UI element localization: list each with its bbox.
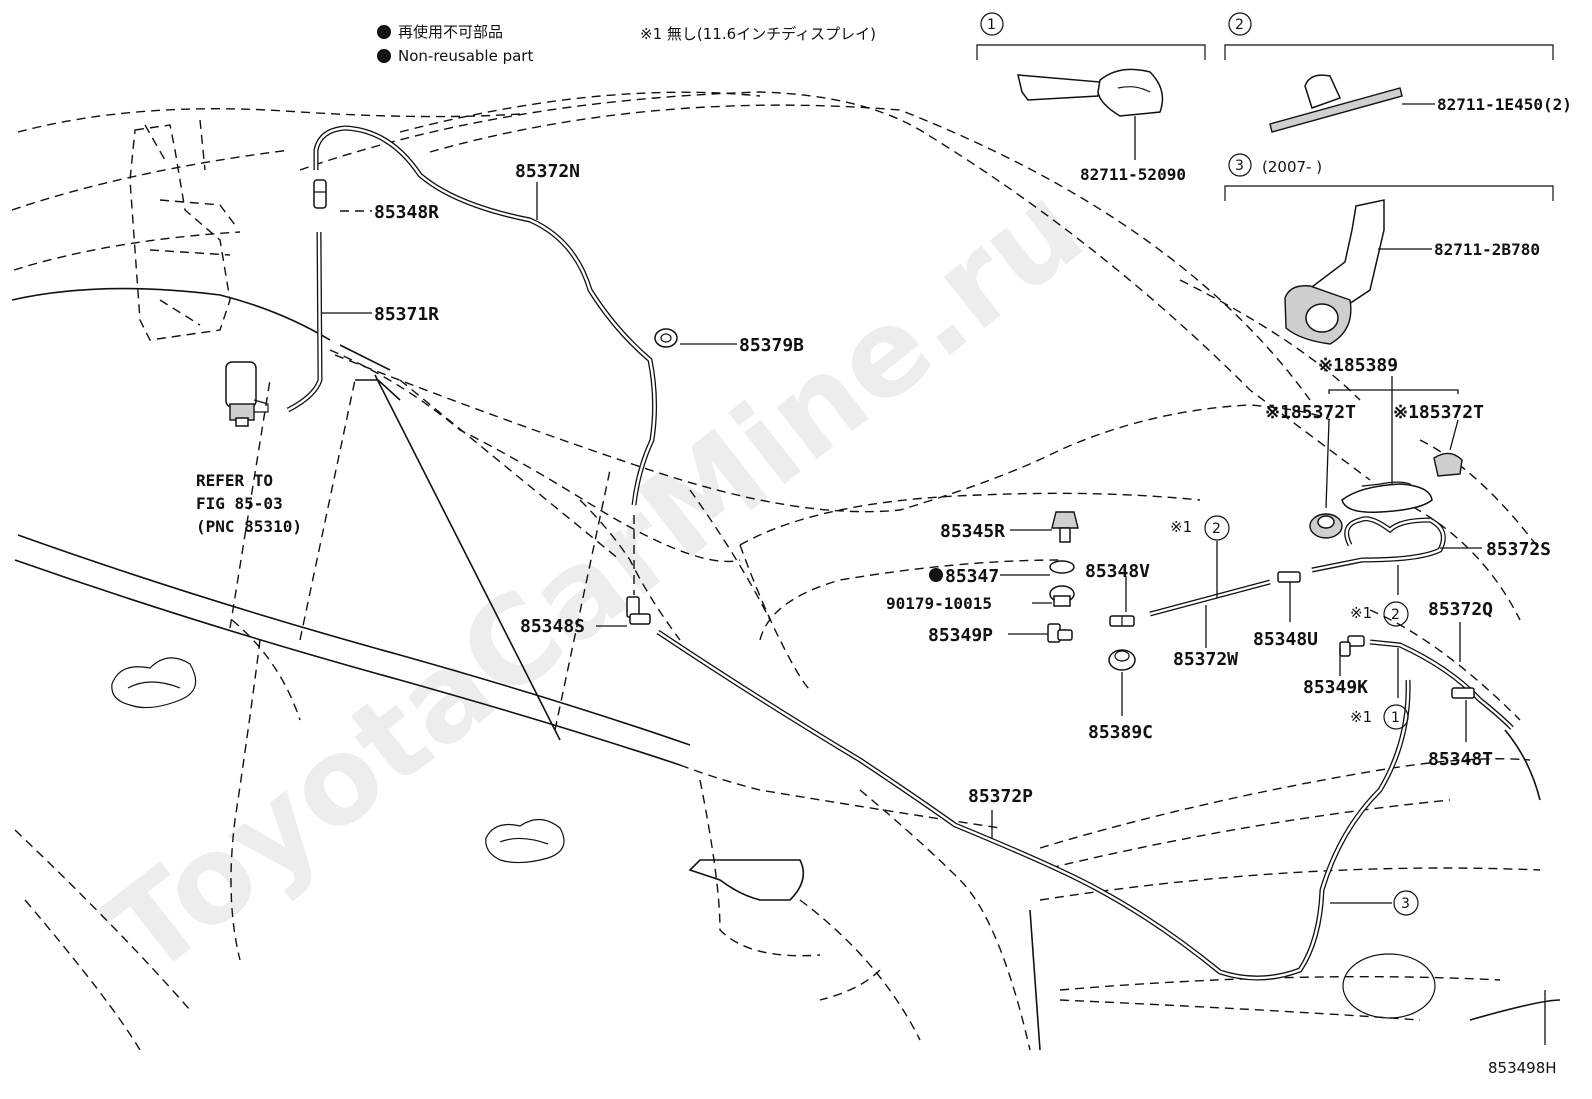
washer-pump-icon [225,361,269,427]
nozzle-85372T-right-icon [1433,452,1463,477]
svg-text:2: 2 [1391,607,1400,623]
label-85348R: 85348R [374,202,439,223]
refer-line-2: FIG 85-03 [196,494,283,513]
inset-3-number: 3 [1235,158,1244,174]
connector-85348V-icon [1109,615,1135,627]
callout-3: 3 [1393,890,1419,916]
svg-text:※1: ※1 [1170,518,1192,536]
legend: 再使用不可部品 Non-reusable part [377,23,533,65]
label-85348T: 85348T [1428,749,1493,770]
inset-3: 3 (2007- ) 82711-2B780 [1224,153,1554,345]
callout-star1-2-a: ※1 2 [1170,515,1230,541]
label-85371R: 85371R [374,304,439,325]
connector-85348R-icon [313,179,327,209]
inset-2-number: 2 [1235,17,1244,33]
label-85372T-left: ※185372T [1265,402,1356,423]
label-85372Q: 85372Q [1428,599,1493,620]
label-85372P: 85372P [968,786,1033,807]
non-reusable-bullet-icon [377,25,391,39]
label-85348V: 85348V [1085,561,1150,582]
nozzle-85372T-left-icon [1309,513,1343,539]
inset-1-number: 1 [987,17,996,33]
bracket-85389-icon [1341,483,1433,513]
figure-number: 853498H [1488,1059,1557,1077]
gasket-85347-icon [1049,560,1075,574]
leader-lines [321,182,1546,1045]
callout-star1-1: ※1 1 [1350,704,1409,730]
svg-text:※1: ※1 [1350,604,1372,622]
connector-85349P-icon [1047,623,1073,643]
hose-85372Q [1369,639,1514,730]
connector-85348S-icon [626,596,651,625]
car-body-outline [11,91,1561,1051]
label-85372T-right: ※185372T [1393,402,1484,423]
cap-85389C-icon [1108,649,1136,671]
connector-85349K-icon [1339,635,1365,657]
washer-tank [129,119,236,341]
refer-note: REFER TO FIG 85-03 (PNC 85310) [196,471,302,536]
inset-3-year: (2007- ) [1262,158,1322,176]
label-85348U: 85348U [1253,629,1318,650]
legend-japanese: 再使用不可部品 [398,23,503,41]
nozzle-85345R-icon [1051,511,1079,543]
label-85389C: 85389C [1088,722,1153,743]
svg-text:3: 3 [1401,896,1410,912]
label-85379B: 85379B [739,335,804,356]
inset-2: 2 82711-1E450(2) [1224,12,1572,133]
hose-85372N [313,125,658,506]
label-85345R: 85345R [940,521,1005,542]
hose-85372S [1311,516,1446,573]
non-reusable-bullet-icon [929,568,943,582]
inset-1: 1 82711-52090 [976,12,1206,184]
label-85349K: 85349K [1303,677,1368,698]
door-handle-rear [485,818,565,864]
connector-85348T-icon [1451,687,1475,699]
connector-85348U-icon [1277,571,1301,583]
label-85349P: 85349P [928,625,993,646]
hose-85372P [656,629,1411,981]
inset-3-part: 82711-2B780 [1434,240,1540,259]
callout-star1-2-b: ※1 2 [1350,601,1409,627]
label-85348S: 85348S [520,616,585,637]
label-85372S: 85372S [1486,539,1551,560]
label-85347: 85347 [945,566,999,587]
inset-1-part: 82711-52090 [1080,165,1186,184]
label-90179-10015: 90179-10015 [886,594,992,613]
door-handle-front [111,657,197,709]
inset-2-part: 82711-1E450(2) [1437,95,1572,114]
legend-english: Non-reusable part [398,47,533,65]
svg-text:1: 1 [1391,710,1400,726]
label-85372N: 85372N [515,161,580,182]
non-reusable-bullet-icon [377,49,391,63]
svg-text:2: 2 [1212,521,1221,537]
label-85389: ※185389 [1318,355,1398,376]
label-85372W: 85372W [1173,649,1238,670]
hose-85372W [1149,579,1271,617]
fuel-lid [1342,953,1436,1019]
svg-text:※1: ※1 [1350,708,1372,726]
grommet-85379B-icon [654,328,678,348]
clip-90179-icon [1049,585,1075,607]
refer-line-1: REFER TO [196,471,273,490]
hose-85371R [286,231,323,413]
refer-line-3: (PNC 85310) [196,517,302,536]
display-note: ※1 無し(11.6インチディスプレイ) [640,25,876,43]
